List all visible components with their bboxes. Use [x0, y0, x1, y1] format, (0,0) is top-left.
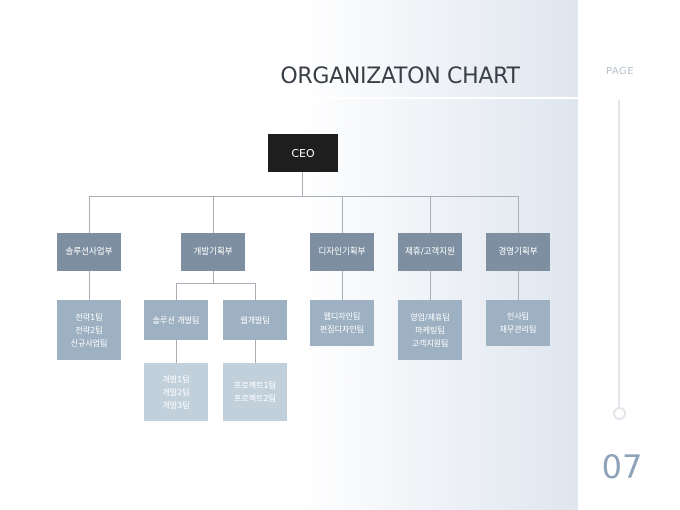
connector-team-5	[518, 271, 519, 300]
connector-subteam-1	[176, 340, 177, 363]
team-box-management: 인사팀 재무관리팀	[486, 300, 550, 346]
connector-team-3	[342, 271, 343, 300]
side-timeline-line	[618, 100, 620, 408]
team-box-web-dev: 웹개발팀	[223, 300, 287, 340]
subteam-label-dev: 개발1팀 개발2팀 개발3팀	[162, 374, 190, 410]
connector-team-2-horizontal	[176, 283, 255, 284]
dept-box-management-planning: 경영기획부	[486, 233, 550, 271]
dept-box-partnership-support: 제휴/고객지원	[398, 233, 462, 271]
connector-subteam-2	[255, 340, 256, 363]
connector-ceo-down	[302, 172, 303, 196]
connector-dept-4	[430, 196, 431, 233]
team-label-solution-dev: 솔루션 개발팀	[152, 315, 200, 325]
dept-box-design-planning: 디자인기획부	[310, 233, 374, 271]
side-timeline-dot	[613, 407, 626, 420]
connector-dept-1	[89, 196, 90, 233]
team-label-partnership: 영업/제휴팀 마케팅팀 고객지원팀	[410, 312, 450, 348]
subteam-box-dev: 개발1팀 개발2팀 개발3팀	[144, 363, 208, 421]
subteam-box-project: 프로젝트1팀 프로젝트2팀	[223, 363, 287, 421]
team-label-web-dev: 웹개발팀	[240, 315, 270, 325]
team-box-strategy: 전략1팀 전략2팀 신규사업팀	[57, 300, 121, 360]
connector-team-2a	[176, 283, 177, 300]
connector-team-2b	[255, 283, 256, 300]
page-number: 07	[601, 448, 643, 486]
dept-label-solution: 솔루션사업부	[65, 246, 113, 257]
dept-label-partnership-support: 제휴/고객지원	[405, 246, 455, 257]
team-box-solution-dev: 솔루션 개발팀	[144, 300, 208, 340]
title-divider	[0, 97, 578, 99]
connector-team-1	[89, 271, 90, 300]
dept-label-management-planning: 경영기획부	[498, 246, 538, 257]
dept-box-dev-planning: 개발기획부	[181, 233, 245, 271]
ceo-label: CEO	[291, 146, 315, 160]
connector-team-4	[430, 271, 431, 300]
team-box-design: 웹디자인팀 편집디자인팀	[310, 300, 374, 346]
connector-dept-3	[342, 196, 343, 233]
connector-horizontal-main	[89, 196, 519, 197]
dept-label-design-planning: 디자인기획부	[318, 246, 366, 257]
page-label: PAGE	[605, 66, 635, 77]
team-label-management: 인사팀 재무관리팀	[499, 312, 537, 334]
team-box-partnership: 영업/제휴팀 마케팅팀 고객지원팀	[398, 300, 462, 360]
subteam-label-project: 프로젝트1팀 프로젝트2팀	[234, 381, 276, 403]
side-panel	[578, 0, 680, 510]
team-label-strategy: 전략1팀 전략2팀 신규사업팀	[70, 312, 108, 348]
page-title: ORGANIZATON CHART	[280, 64, 520, 89]
connector-dept-2	[213, 196, 214, 233]
ceo-box: CEO	[268, 134, 338, 172]
connector-dept-5	[518, 196, 519, 233]
connector-team-2-down	[213, 271, 214, 283]
team-label-design: 웹디자인팀 편집디자인팀	[319, 312, 365, 334]
dept-box-solution: 솔루션사업부	[57, 233, 121, 271]
dept-label-dev-planning: 개발기획부	[193, 246, 233, 257]
